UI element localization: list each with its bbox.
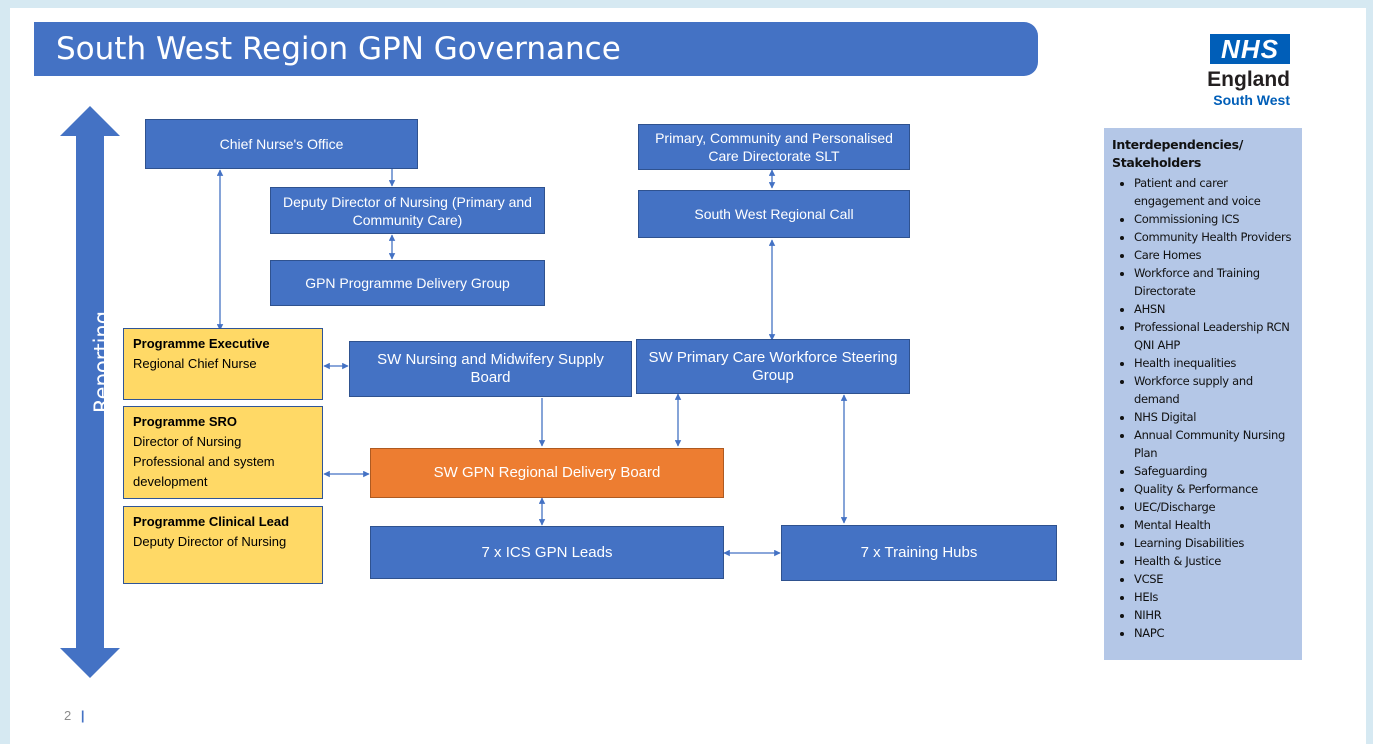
role-title: Programme SRO bbox=[133, 414, 238, 429]
nhs-logo-england: England bbox=[1207, 68, 1290, 91]
stakeholder-item: UEC/Discharge bbox=[1134, 498, 1294, 516]
stakeholders-title: Interdependencies/ Stakeholders bbox=[1112, 137, 1244, 170]
role-title: Programme Clinical Lead bbox=[133, 514, 290, 529]
nhs-logo-region: South West bbox=[1213, 92, 1290, 108]
stakeholders-panel: Interdependencies/ Stakeholders Patient … bbox=[1104, 128, 1302, 660]
role-programme-sro: Programme SRO Director of Nursing Profes… bbox=[123, 406, 323, 499]
node-nursing-midwifery-supply-board: SW Nursing and Midwifery Supply Board bbox=[349, 341, 632, 397]
stakeholder-item: HEIs bbox=[1134, 588, 1294, 606]
stakeholder-item: NAPC bbox=[1134, 624, 1294, 642]
role-programme-executive: Programme Executive Regional Chief Nurse bbox=[123, 328, 323, 400]
node-regional-delivery-board: SW GPN Regional Delivery Board bbox=[370, 448, 724, 498]
role-description: Deputy Director of Nursing bbox=[133, 534, 287, 549]
node-gpn-programme-delivery-group: GPN Programme Delivery Group bbox=[270, 260, 545, 306]
role-description: Regional Chief Nurse bbox=[133, 356, 257, 371]
connector-layer bbox=[60, 106, 848, 678]
node-chief-nurse-office: Chief Nurse's Office bbox=[145, 119, 418, 169]
role-programme-clinical-lead: Programme Clinical Lead Deputy Director … bbox=[123, 506, 323, 584]
stakeholder-item: NIHR bbox=[1134, 606, 1294, 624]
stakeholder-item: Quality & Performance bbox=[1134, 480, 1294, 498]
stakeholder-item: Care Homes bbox=[1134, 246, 1294, 264]
node-pcpc-directorate-slt: Primary, Community and Personalised Care… bbox=[638, 124, 910, 170]
node-south-west-regional-call: South West Regional Call bbox=[638, 190, 910, 238]
node-ics-gpn-leads: 7 x ICS GPN Leads bbox=[370, 526, 724, 579]
node-training-hubs: 7 x Training Hubs bbox=[781, 525, 1057, 581]
nhs-logo-box: NHS bbox=[1210, 34, 1290, 64]
stakeholder-item: Learning Disabilities bbox=[1134, 534, 1294, 552]
stakeholder-item: Annual Community Nursing Plan bbox=[1134, 426, 1294, 462]
stakeholder-item: Workforce supply and demand bbox=[1134, 372, 1294, 408]
role-description: Director of Nursing Professional and sys… bbox=[133, 434, 275, 489]
stakeholder-item: Community Health Providers bbox=[1134, 228, 1294, 246]
page-number-value: 2 bbox=[64, 708, 72, 723]
stakeholder-item: Health & Justice bbox=[1134, 552, 1294, 570]
stakeholder-item: NHS Digital bbox=[1134, 408, 1294, 426]
stakeholder-item: Professional Leadership RCN QNI AHP bbox=[1134, 318, 1294, 354]
reporting-arrow bbox=[60, 106, 120, 678]
page-number: 2 | bbox=[64, 708, 85, 723]
stakeholder-item: Workforce and Training Directorate bbox=[1134, 264, 1294, 300]
stakeholder-item: Safeguarding bbox=[1134, 462, 1294, 480]
stakeholder-item: Health inequalities bbox=[1134, 354, 1294, 372]
node-primary-care-workforce-steering-group: SW Primary Care Workforce Steering Group bbox=[636, 339, 910, 394]
stakeholder-item: AHSN bbox=[1134, 300, 1294, 318]
stakeholders-list: Patient and carer engagement and voiceCo… bbox=[1112, 174, 1294, 642]
stakeholder-item: Mental Health bbox=[1134, 516, 1294, 534]
reporting-label: Reporting bbox=[90, 310, 114, 414]
stakeholder-item: VCSE bbox=[1134, 570, 1294, 588]
role-title: Programme Executive bbox=[133, 336, 270, 351]
stakeholder-item: Commissioning ICS bbox=[1134, 210, 1294, 228]
slide-title: South West Region GPN Governance bbox=[34, 22, 1038, 76]
stakeholder-item: Patient and carer engagement and voice bbox=[1134, 174, 1294, 210]
node-deputy-director-nursing: Deputy Director of Nursing (Primary and … bbox=[270, 187, 545, 234]
slide: South West Region GPN Governance NHS Eng… bbox=[10, 8, 1366, 744]
